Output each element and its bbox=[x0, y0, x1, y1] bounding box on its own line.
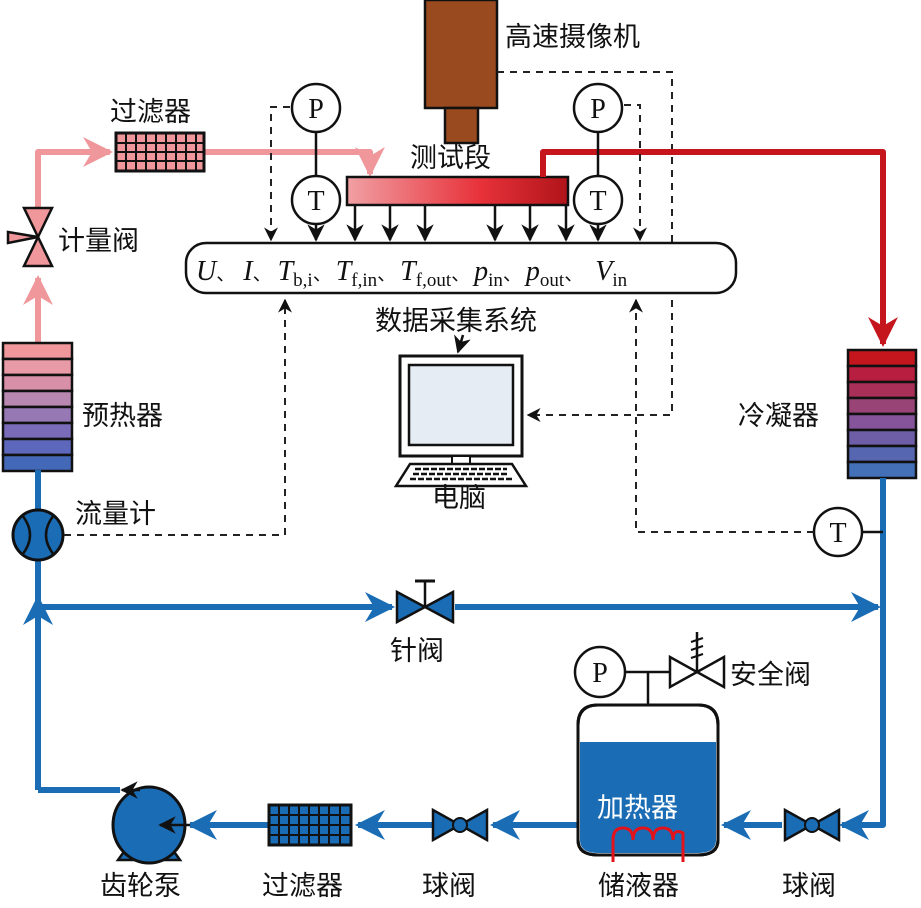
ball-valve-right-label: 球阀 bbox=[782, 871, 836, 902]
computer-label: 电脑 bbox=[432, 483, 486, 514]
filter-bottom-label: 过滤器 bbox=[262, 871, 343, 902]
heater-label: 加热器 bbox=[597, 793, 678, 824]
test-section bbox=[345, 175, 570, 207]
reservoir-tank bbox=[576, 703, 720, 857]
pipe-to-condenser bbox=[540, 149, 898, 347]
pressure-sensor-label: P bbox=[592, 658, 608, 689]
gear-pump-label: 齿轮泵 bbox=[100, 871, 181, 902]
pressure-signal-line bbox=[264, 106, 290, 242]
pressure-sensor-outlet bbox=[572, 82, 624, 134]
preheater-label: 预热器 bbox=[82, 401, 163, 432]
filter-bottom-icon bbox=[267, 803, 353, 847]
meter-valve-label: 计量阀 bbox=[58, 226, 139, 257]
temperature-sensor-label: T bbox=[307, 186, 324, 217]
pressure-sensor-label: P bbox=[308, 94, 324, 125]
pipe-to-filter bbox=[35, 137, 113, 218]
heater-coil-icon bbox=[611, 826, 685, 862]
computer-icon bbox=[393, 354, 529, 488]
flowmeter-label: 流量计 bbox=[75, 499, 156, 530]
test-section-label: 测试段 bbox=[410, 143, 491, 174]
reservoir-label: 储液器 bbox=[598, 871, 679, 902]
pressure-sensor-reservoir bbox=[573, 645, 627, 699]
high-speed-camera bbox=[423, 0, 499, 145]
daq-label: 数据采集系统 bbox=[375, 306, 537, 337]
ball-valve-left-icon bbox=[431, 807, 489, 843]
ball-valve-left-label: 球阀 bbox=[422, 871, 476, 902]
test-section-signal-arrows bbox=[346, 205, 575, 242]
condenser-label: 冷凝器 bbox=[738, 401, 819, 432]
camera-label: 高速摄像机 bbox=[505, 22, 640, 53]
pressure-sensor-label: P bbox=[590, 94, 606, 125]
pipe-condenser-out bbox=[839, 478, 886, 840]
preheater-icon bbox=[1, 341, 74, 473]
needle-valve-icon bbox=[395, 579, 455, 625]
meter-valve-icon bbox=[6, 206, 54, 268]
flowmeter-signal-line bbox=[64, 298, 292, 536]
safety-valve-icon bbox=[668, 632, 726, 690]
flowmeter-icon bbox=[11, 508, 65, 562]
filter-top-label: 过滤器 bbox=[110, 97, 191, 128]
condenser-icon bbox=[846, 348, 918, 480]
filter-top-icon bbox=[114, 131, 206, 173]
pressure-sensor-inlet bbox=[290, 82, 342, 134]
daq-to-computer-arrow bbox=[454, 334, 471, 354]
ball-valve-right-icon bbox=[783, 807, 841, 843]
pipe-to-test-section bbox=[205, 147, 385, 177]
daq-variables: U、I、Tb,i、Tf,in、Tf,out、pin、pout、Vin bbox=[196, 256, 628, 291]
safety-valve-label: 安全阀 bbox=[730, 660, 811, 691]
pressure-signal-line bbox=[624, 104, 647, 242]
temperature-sensor-label: T bbox=[829, 518, 846, 549]
gear-pump-icon bbox=[111, 781, 190, 865]
temperature-sensor-label: T bbox=[589, 186, 606, 217]
daq-system-box bbox=[184, 241, 738, 295]
camera-signal-line bbox=[497, 71, 673, 422]
needle-valve-label: 针阀 bbox=[390, 636, 444, 667]
